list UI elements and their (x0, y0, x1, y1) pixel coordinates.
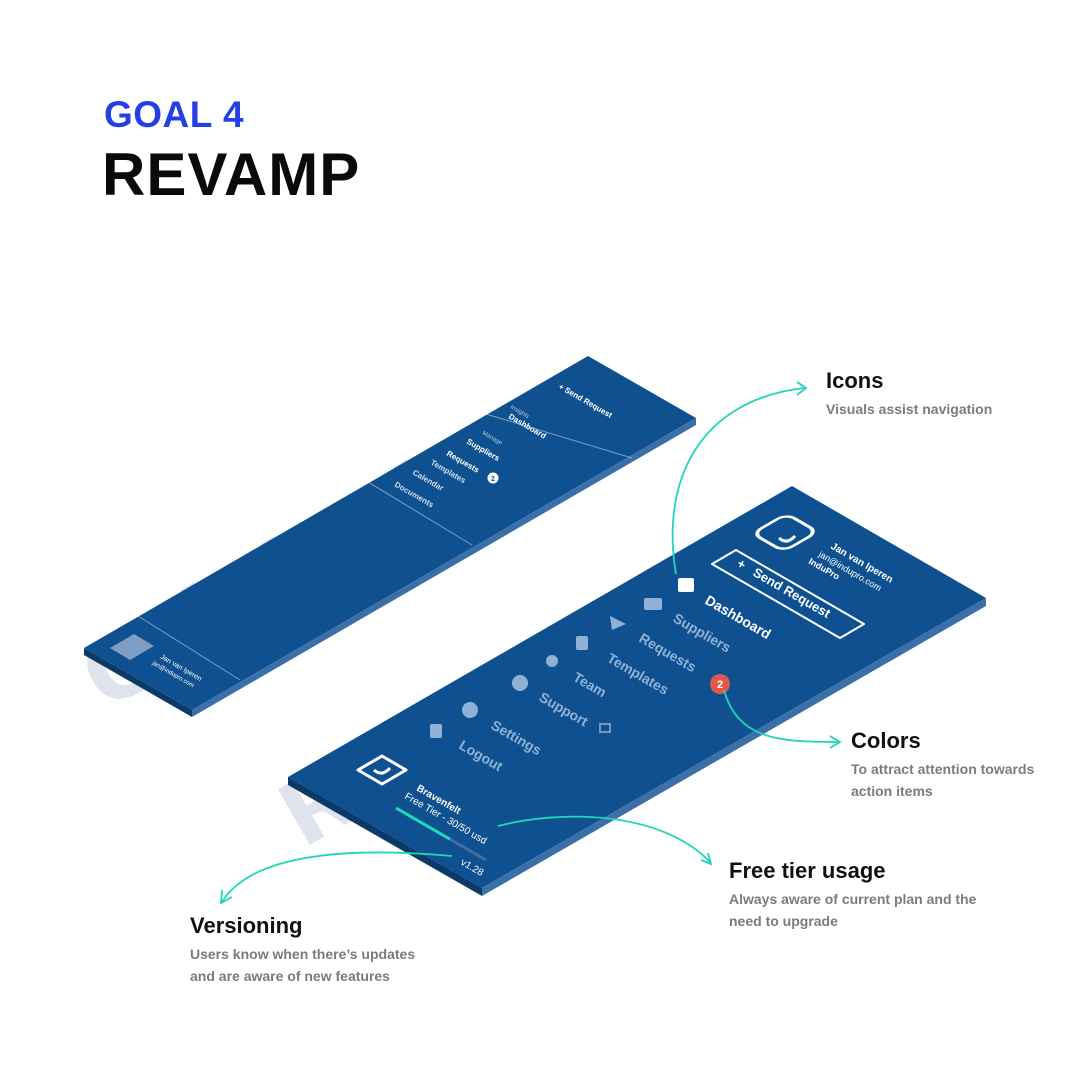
free-tier-connector (497, 815, 711, 863)
colors-arrowhead (829, 735, 842, 749)
free-tier-annotation-title: Free tier usage (729, 858, 886, 883)
templates-badge (710, 674, 730, 694)
external-link-icon (599, 723, 611, 733)
versioning-arrowhead (219, 889, 233, 905)
colors-connector (723, 689, 839, 743)
divider (485, 413, 633, 459)
revamped-panel-side (288, 777, 482, 896)
free-tier-annotation-desc-2: need to upgrade (729, 913, 838, 929)
versioning-annotation-desc-1: Users know when there’s updates (190, 946, 416, 962)
goal-label: GOAL 4 (104, 94, 245, 135)
send-icon (610, 616, 626, 630)
icons-annotation-desc: Visuals assist navigation (826, 401, 993, 417)
usage-bar-fill (395, 806, 451, 841)
workspace-logo (356, 754, 408, 786)
free-tier-arrowhead (700, 852, 713, 866)
divider (137, 615, 241, 681)
versioning-annotation-desc-2: and are aware of new features (190, 968, 390, 984)
requests-badge (487, 472, 499, 484)
revamped-panel-top (288, 486, 986, 888)
page-title: REVAMP (102, 141, 361, 208)
original-panel-side (84, 648, 192, 717)
icons-connector (671, 387, 805, 575)
chart-icon (678, 578, 694, 592)
divider (367, 481, 473, 546)
paw-icon (546, 655, 558, 667)
icons-arrowhead (796, 381, 808, 396)
avatar (110, 634, 154, 660)
gear-icon (462, 702, 478, 718)
colors-annotation-desc-2: action items (851, 783, 933, 799)
icons-annotation-title: Icons (826, 368, 884, 393)
send-request-button[interactable] (711, 549, 865, 639)
list-icon (644, 598, 662, 610)
help-icon (512, 675, 528, 691)
company-logo (755, 515, 815, 550)
versioning-connector (221, 851, 453, 903)
company-logo-mark (778, 534, 797, 543)
free-tier-annotation-desc-1: Always aware of current plan and the (729, 891, 977, 907)
workspace-logo-mark (373, 766, 392, 775)
colors-annotation-title: Colors (851, 728, 921, 753)
revamped-panel-edge (482, 598, 986, 896)
templates-badge-count: 2 (717, 679, 723, 691)
requests-badge-count: 2 (491, 476, 495, 483)
original-panel-top (84, 356, 696, 710)
original-panel-edge (192, 418, 696, 717)
versioning-annotation-title: Versioning (190, 913, 303, 938)
colors-annotation-desc-1: To attract attention towards (851, 761, 1035, 777)
file-icon (576, 636, 588, 650)
door-icon (430, 724, 442, 738)
